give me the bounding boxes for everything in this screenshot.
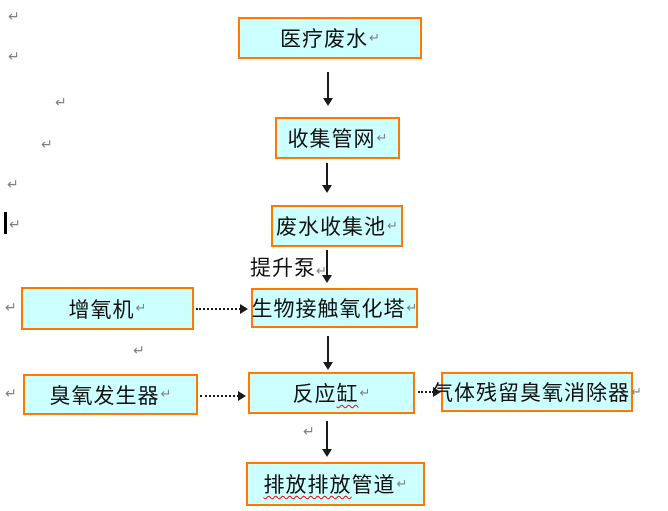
node-label: 医疗废水 bbox=[280, 27, 369, 51]
pilcrow-mark: ↵ bbox=[5, 386, 17, 402]
pilcrow-mark: ↵ bbox=[41, 137, 53, 153]
pilcrow-mark: ↵ bbox=[9, 217, 21, 233]
flow-node-discharge-pipe[interactable]: 排放排放管道↵ bbox=[246, 462, 425, 506]
flow-node-reaction-tank[interactable]: 反应缸↵ bbox=[248, 372, 415, 414]
pilcrow-mark: ↵ bbox=[160, 387, 172, 402]
down-arrow-connector[interactable] bbox=[323, 72, 333, 106]
pilcrow-mark: ↵ bbox=[396, 476, 408, 492]
node-label: 生物接触氧化塔 bbox=[251, 297, 406, 321]
flow-node-aerator[interactable]: 增氧机↵ bbox=[21, 287, 194, 330]
pilcrow-mark: ↵ bbox=[5, 300, 17, 316]
pilcrow-mark: ↵ bbox=[359, 385, 371, 401]
flow-node-ozone-eliminator[interactable]: 气体残留臭氧消除器↵ bbox=[432, 372, 642, 412]
node-label: 收集管网 bbox=[287, 127, 376, 151]
edge-label-text: 提升泵 bbox=[250, 256, 316, 280]
dotted-arrow-connector[interactable] bbox=[200, 391, 246, 401]
pilcrow-mark: ↵ bbox=[387, 218, 398, 234]
flow-node-bio-oxidation-tower[interactable]: 生物接触氧化塔↵ bbox=[251, 288, 418, 328]
pilcrow-mark: ↵ bbox=[303, 424, 315, 440]
pilcrow-mark: ↵ bbox=[7, 177, 19, 193]
node-label: 气体残留臭氧消除器 bbox=[432, 381, 631, 405]
flow-node-medical-wastewater[interactable]: 医疗废水↵ bbox=[238, 17, 422, 59]
dotted-arrow-connector[interactable] bbox=[418, 387, 441, 397]
down-arrow-connector[interactable] bbox=[322, 163, 332, 193]
pilcrow-mark: ↵ bbox=[631, 384, 642, 400]
edge-label-lift-pump[interactable]: 提升泵↵ bbox=[250, 252, 328, 282]
flow-node-collection-network[interactable]: 收集管网↵ bbox=[275, 117, 400, 159]
down-arrow-connector[interactable] bbox=[323, 336, 333, 370]
pilcrow-mark: ↵ bbox=[8, 49, 20, 65]
node-label-misspelled: 缸 bbox=[336, 382, 359, 406]
node-label-misspelled: 排放排放 bbox=[263, 473, 352, 497]
pilcrow-mark: ↵ bbox=[55, 95, 67, 111]
pilcrow-mark: ↵ bbox=[316, 264, 328, 279]
flow-node-ozone-generator[interactable]: 臭氧发生器↵ bbox=[23, 374, 198, 415]
flow-node-wastewater-pool[interactable]: 废水收集池↵ bbox=[271, 205, 403, 247]
node-label: 反应 bbox=[292, 382, 337, 406]
dotted-arrow-connector[interactable] bbox=[196, 304, 248, 314]
node-label: 增氧机 bbox=[68, 297, 135, 322]
down-arrow-connector[interactable] bbox=[322, 421, 332, 457]
pilcrow-mark: ↵ bbox=[406, 300, 418, 316]
pilcrow-mark: ↵ bbox=[376, 130, 388, 146]
text-cursor bbox=[4, 212, 7, 234]
node-label: 废水收集池 bbox=[276, 215, 387, 239]
down-arrow-connector[interactable] bbox=[322, 250, 332, 283]
pilcrow-mark: ↵ bbox=[369, 30, 380, 46]
node-label: 臭氧发生器 bbox=[49, 383, 160, 408]
pilcrow-mark: ↵ bbox=[8, 9, 20, 25]
node-label: 管道 bbox=[351, 473, 396, 497]
pilcrow-mark: ↵ bbox=[135, 301, 147, 316]
pilcrow-mark: ↵ bbox=[133, 343, 145, 359]
